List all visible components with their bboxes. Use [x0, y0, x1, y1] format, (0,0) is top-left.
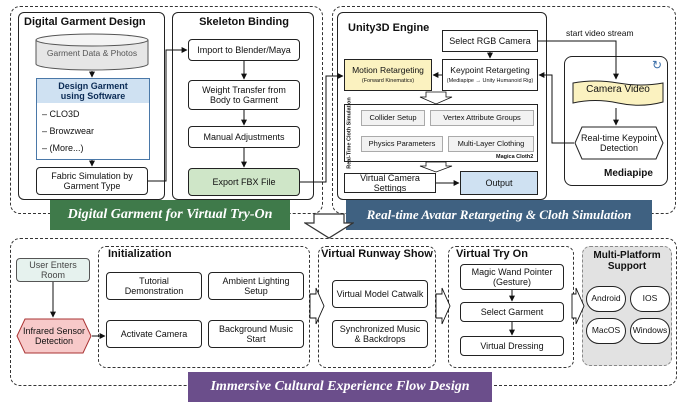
- software-item: – Browzwear: [42, 126, 95, 136]
- camera-video-label: Camera Video: [586, 84, 650, 95]
- fabric-simulation-box: Fabric Simulation by Garment Type: [36, 167, 148, 195]
- export-fbx-box: Export FBX File: [188, 168, 300, 196]
- garment-data-label: Garment Data & Photos: [46, 48, 138, 59]
- refresh-icon: ↻: [652, 58, 663, 72]
- software-item: – CLO3D: [42, 109, 80, 119]
- keypoint-detection-shape: [574, 126, 664, 160]
- user-enters-box: User Enters Room: [16, 258, 90, 282]
- hollow-arrow: [419, 91, 453, 105]
- platform-item: MacOS: [586, 318, 626, 344]
- garment-banner: Digital Garment for Virtual Try-On: [50, 200, 290, 230]
- hollow-arrow: [435, 287, 451, 325]
- keypoint-title: Keypoint Retargeting: [450, 64, 530, 75]
- magica-label: Magica Cloth2: [496, 154, 534, 160]
- camera-video-shape: [572, 80, 664, 106]
- platform-title: Multi-Platform Support: [593, 250, 661, 272]
- keypoint-sub: (Mediapipe → Unity Humanoid Rig): [446, 77, 534, 84]
- keypoint-retargeting-box: Keypoint Retargeting (Mediapipe → Unity …: [442, 59, 538, 91]
- skeleton-step: Manual Adjustments: [188, 126, 300, 148]
- platform-item: IOS: [630, 286, 670, 312]
- skeleton-title: Skeleton Binding: [199, 16, 289, 28]
- platform-item: Android: [586, 286, 626, 312]
- cloth-item: Collider Setup: [361, 110, 425, 126]
- tryon-item: Magic Wand Pointer (Gesture): [460, 264, 564, 290]
- big-down-arrow: [304, 213, 354, 239]
- runway-item: Virtual Model Catwalk: [332, 280, 428, 308]
- infrared-shape: [16, 318, 92, 354]
- platform-item: Windows: [630, 318, 670, 344]
- output-box: Output: [460, 171, 538, 195]
- keypoint-detection-label: Real-time Keypoint Detection: [580, 133, 658, 153]
- arrow: [148, 47, 188, 182]
- select-camera-box: Select RGB Camera: [442, 30, 538, 52]
- mediapipe-label: Mediapipe: [604, 168, 653, 179]
- tryon-item: Select Garment: [460, 302, 564, 322]
- avatar-banner: Real-time Avatar Retargeting & Cloth Sim…: [346, 200, 652, 230]
- runway-title: Virtual Runway Show: [321, 248, 433, 260]
- init-item: Tutorial Demonstration: [106, 272, 202, 300]
- init-item: Background Music Start: [208, 320, 304, 348]
- runway-item: Synchronized Music & Backdrops: [332, 320, 428, 348]
- init-item: Activate Camera: [106, 320, 202, 348]
- cloth-item: Vertex Attribute Groups: [430, 110, 534, 126]
- hollow-arrow: [419, 161, 453, 173]
- software-item: – (More...): [42, 143, 84, 153]
- motion-sub: (Forward Kinematics): [361, 77, 415, 84]
- init-item: Ambient Lighting Setup: [208, 272, 304, 300]
- infrared-label: Infrared Sensor Detection: [22, 326, 86, 346]
- flow-banner: Immersive Cultural Experience Flow Desig…: [188, 372, 492, 402]
- skeleton-step: Import to Blender/Maya: [188, 39, 300, 61]
- cloth-item: Multi-Layer Clothing: [448, 136, 534, 152]
- garment-design-title: Digital Garment Design: [24, 16, 146, 28]
- skeleton-step: Weight Transfer from Body to Garment: [188, 80, 300, 110]
- motion-retargeting-box: Motion Retargeting (Forward Kinematics): [344, 59, 432, 91]
- init-title: Initialization: [108, 248, 172, 260]
- arrow: [538, 72, 574, 144]
- tryon-title: Virtual Try On: [456, 248, 528, 260]
- cloth-item: Physics Parameters: [361, 136, 443, 152]
- tryon-item: Virtual Dressing: [460, 336, 564, 356]
- arrow: [300, 73, 344, 183]
- motion-title: Motion Retargeting: [352, 64, 424, 75]
- hollow-arrow: [571, 287, 585, 325]
- hollow-arrow: [309, 287, 325, 325]
- virtual-camera-box: Virtual Camera Settings: [344, 173, 436, 193]
- init-panel: [98, 246, 310, 368]
- stream-label: start video stream: [566, 28, 634, 38]
- unity-title: Unity3D Engine: [348, 22, 430, 34]
- software-title: Design Garment using Software: [37, 79, 149, 103]
- arrow: [538, 40, 619, 80]
- database-icon: [35, 33, 149, 71]
